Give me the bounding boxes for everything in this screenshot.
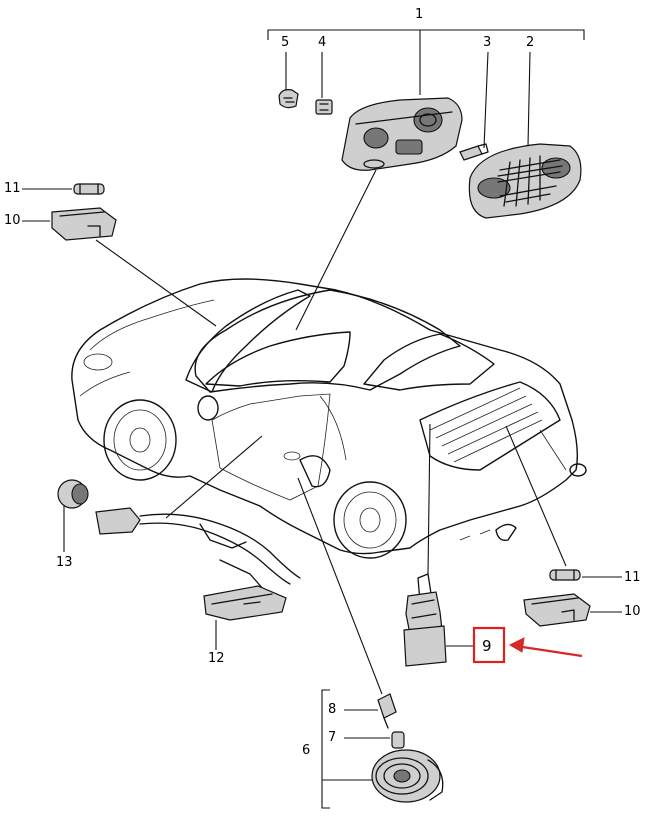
callout-10-right: 10 [624,604,641,619]
leader-10-right-to-car [505,425,567,567]
car-outline [71,278,587,559]
callout-2: 2 [526,35,535,50]
light-holder-part-10-right [523,593,622,627]
overhead-console-part-1 [341,97,463,171]
group-1-bracket [267,29,585,149]
bulb-socket-part-8 [377,693,397,729]
callout-9: 9 [482,637,492,655]
dome-lens-part-2 [468,143,582,219]
bulb-part-3 [459,143,489,161]
callout-3: 3 [483,35,492,50]
leader-6-to-car [297,477,383,695]
callout-6: 6 [302,743,311,758]
door-light-part-12 [203,585,287,650]
red-arrow-icon [508,637,583,658]
leader-1-to-car [295,169,377,331]
group-6-bracket [321,689,390,809]
callout-11-left: 11 [4,181,21,196]
bulb-part-7 [391,731,405,749]
callout-13: 13 [56,555,73,570]
contact-switch-part-9 [403,573,474,667]
leader-harness-to-car [165,435,263,519]
bulb-part-4 [315,99,333,115]
callout-1: 1 [415,7,424,22]
grommet-part-13 [57,479,89,552]
callout-8: 8 [328,702,337,717]
clip-part-5 [278,89,299,109]
wiring-harness [95,507,301,591]
highlight-box-9 [472,626,506,664]
speaker-part-6 [371,749,444,803]
callout-7: 7 [328,730,337,745]
callout-10-left: 10 [4,213,21,228]
callout-11-right: 11 [624,570,641,585]
callout-12: 12 [208,651,225,666]
bulb-part-11-left [22,183,105,195]
bulb-part-11-right [549,569,622,581]
light-holder-part-10-left [22,207,117,241]
callout-4: 4 [318,35,327,50]
leader-9-to-car [427,423,431,575]
callout-5: 5 [281,35,290,50]
